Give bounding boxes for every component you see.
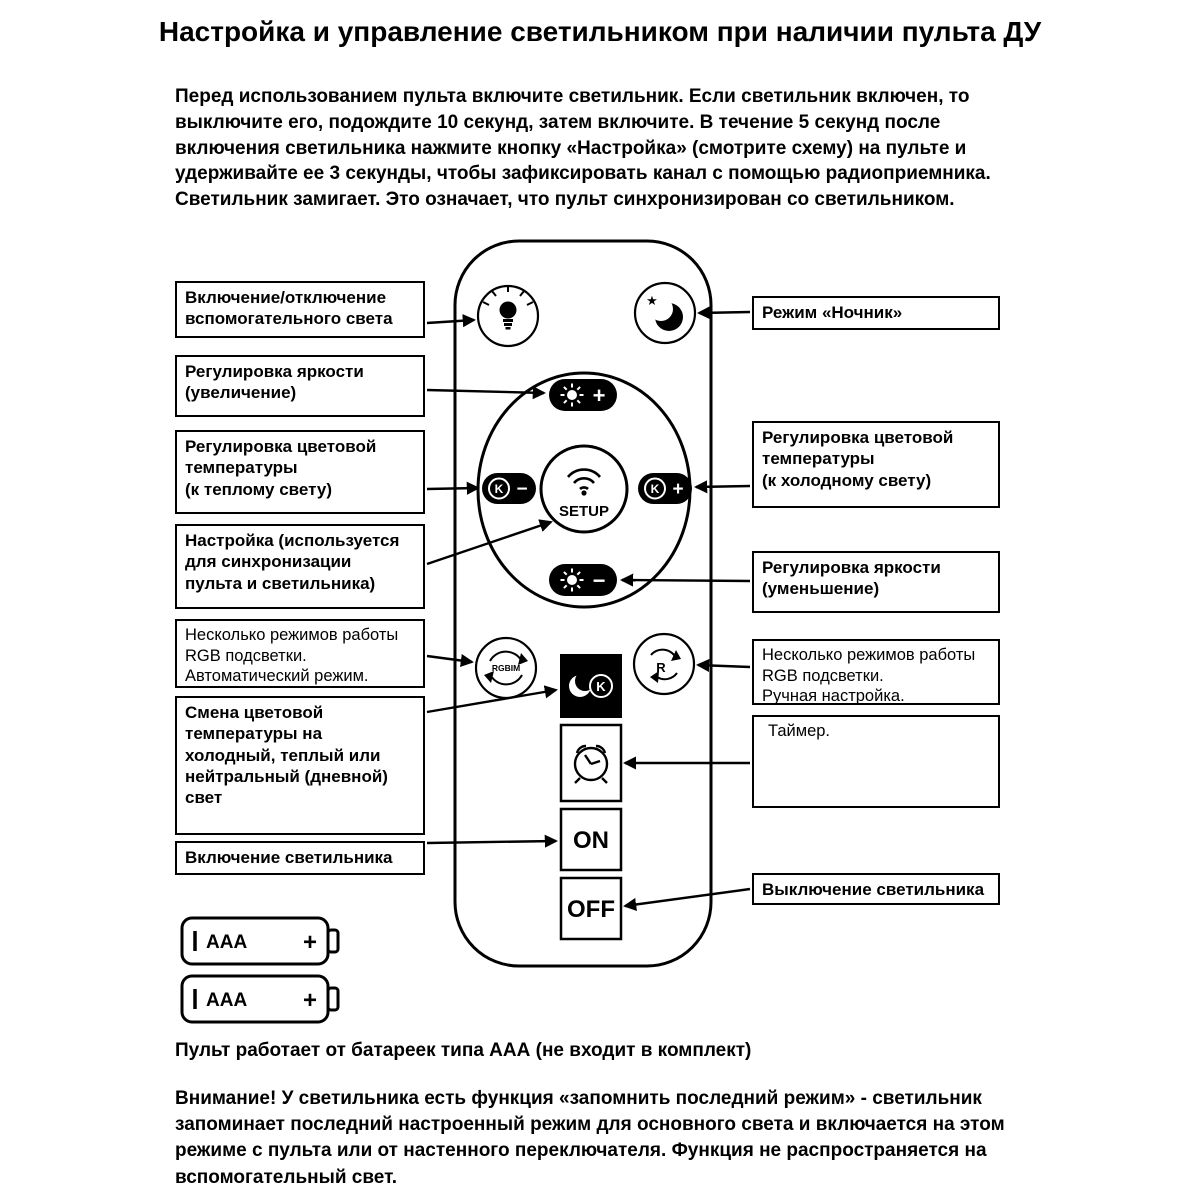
on-button: ON (559, 807, 623, 872)
arrow-night-mode (697, 306, 751, 320)
sun-icon (560, 568, 584, 592)
color-temp-cold-button: K + (638, 473, 692, 504)
aux-light-button (476, 284, 540, 348)
battery-aaa: AAA + (180, 916, 340, 966)
star-icon: ★ (646, 293, 658, 308)
sun-icon (560, 383, 584, 407)
rgb-auto-button: RGBIM (474, 636, 538, 700)
brightness-down-button: − (549, 564, 617, 596)
page-title: Настройка и управление светильником при … (158, 16, 1042, 47)
plus-glyph: + (672, 479, 683, 500)
night-mode-button: ★ (633, 281, 697, 345)
arrow-warm (426, 481, 480, 495)
battery-terminal-nub (326, 928, 340, 954)
minus-glyph: − (593, 568, 606, 593)
arrow-rgb-auto (426, 653, 474, 668)
color-temp-warm-button: K − (482, 473, 536, 504)
off-button: OFF (559, 876, 623, 941)
arrow-color-mode (426, 685, 558, 714)
callout-warm: Регулировка цветовой температуры (к тепл… (175, 430, 425, 514)
warning-paragraph: Внимание! У светильника есть функция «за… (175, 1088, 1005, 1188)
arrow-aux-light (426, 314, 476, 328)
battery-plus-label: + (303, 929, 317, 956)
arrow-setup (426, 519, 553, 566)
battery-terminal-nub (326, 986, 340, 1012)
bulb-icon (482, 286, 534, 330)
battery-note: Пульт работает от батареек типа ААА (не … (175, 1040, 752, 1061)
k-glyph: K (495, 482, 504, 496)
plus-glyph: + (593, 383, 606, 408)
k-circle-icon (589, 674, 613, 698)
k-glyph: K (651, 482, 660, 496)
callout-off: Выключение светильника (752, 873, 1000, 905)
alarm-clock-icon (573, 744, 609, 784)
arrow-rgb-manual (696, 658, 751, 673)
callout-arrows (426, 306, 751, 912)
callout-night-mode: Режим «Ночник» (752, 296, 1000, 330)
moon-icon (649, 297, 683, 331)
callout-color-mode: Смена цветовой температуры на холодный, … (175, 696, 425, 835)
minus-glyph: − (516, 479, 527, 500)
remote-control: ★ + (453, 239, 713, 968)
callout-timer: Таймер. (752, 715, 1000, 808)
recycle-arrows-icon (650, 648, 681, 683)
batteries: AAA + AAA + (180, 916, 340, 1024)
k-glyph: K (596, 679, 606, 694)
arrow-brightness-up (426, 386, 546, 400)
cycle-arrows-icon (484, 650, 528, 686)
timer-button (559, 723, 623, 803)
callout-brightness-up: Регулировка яркости (увеличение) (175, 355, 425, 417)
callout-setup: Настройка (используется для синхронизаци… (175, 524, 425, 609)
callout-cold: Регулировка цветовой температуры (к холо… (752, 421, 1000, 508)
arrow-cold (694, 480, 751, 494)
callout-brightness-down: Регулировка яркости (уменьшение) (752, 551, 1000, 613)
intro-paragraph: Перед использованием пульта включите све… (175, 86, 991, 211)
k-circle-icon (644, 477, 666, 500)
callout-rgb-auto: Несколько режимов работы RGB подсветки. … (175, 619, 425, 688)
battery-aaa: AAA + (180, 974, 340, 1024)
arrow-off (623, 887, 751, 912)
k-circle-icon (488, 477, 510, 500)
r-label: R (656, 660, 666, 675)
on-label: ON (573, 827, 609, 854)
battery-type-label: AAA (206, 990, 247, 1011)
callout-aux-light: Включение/отключение вспомогательного св… (175, 281, 425, 338)
color-mode-button: K (560, 654, 622, 718)
wifi-icon (567, 468, 601, 496)
callout-on: Включение светильника (175, 841, 425, 875)
setup-button: SETUP (539, 444, 629, 534)
setup-label: SETUP (559, 503, 609, 520)
brightness-up-button: + (549, 379, 617, 411)
arrow-brightness-down (620, 573, 751, 587)
rgb-manual-button: R (632, 632, 696, 696)
callout-rgb-manual: Несколько режимов работы RGB подсветки. … (752, 639, 1000, 705)
off-label: OFF (567, 896, 615, 923)
battery-plus-label: + (303, 987, 317, 1014)
rgbim-label: RGBIM (492, 663, 520, 673)
arrow-on (426, 834, 558, 848)
battery-type-label: AAA (206, 932, 247, 953)
